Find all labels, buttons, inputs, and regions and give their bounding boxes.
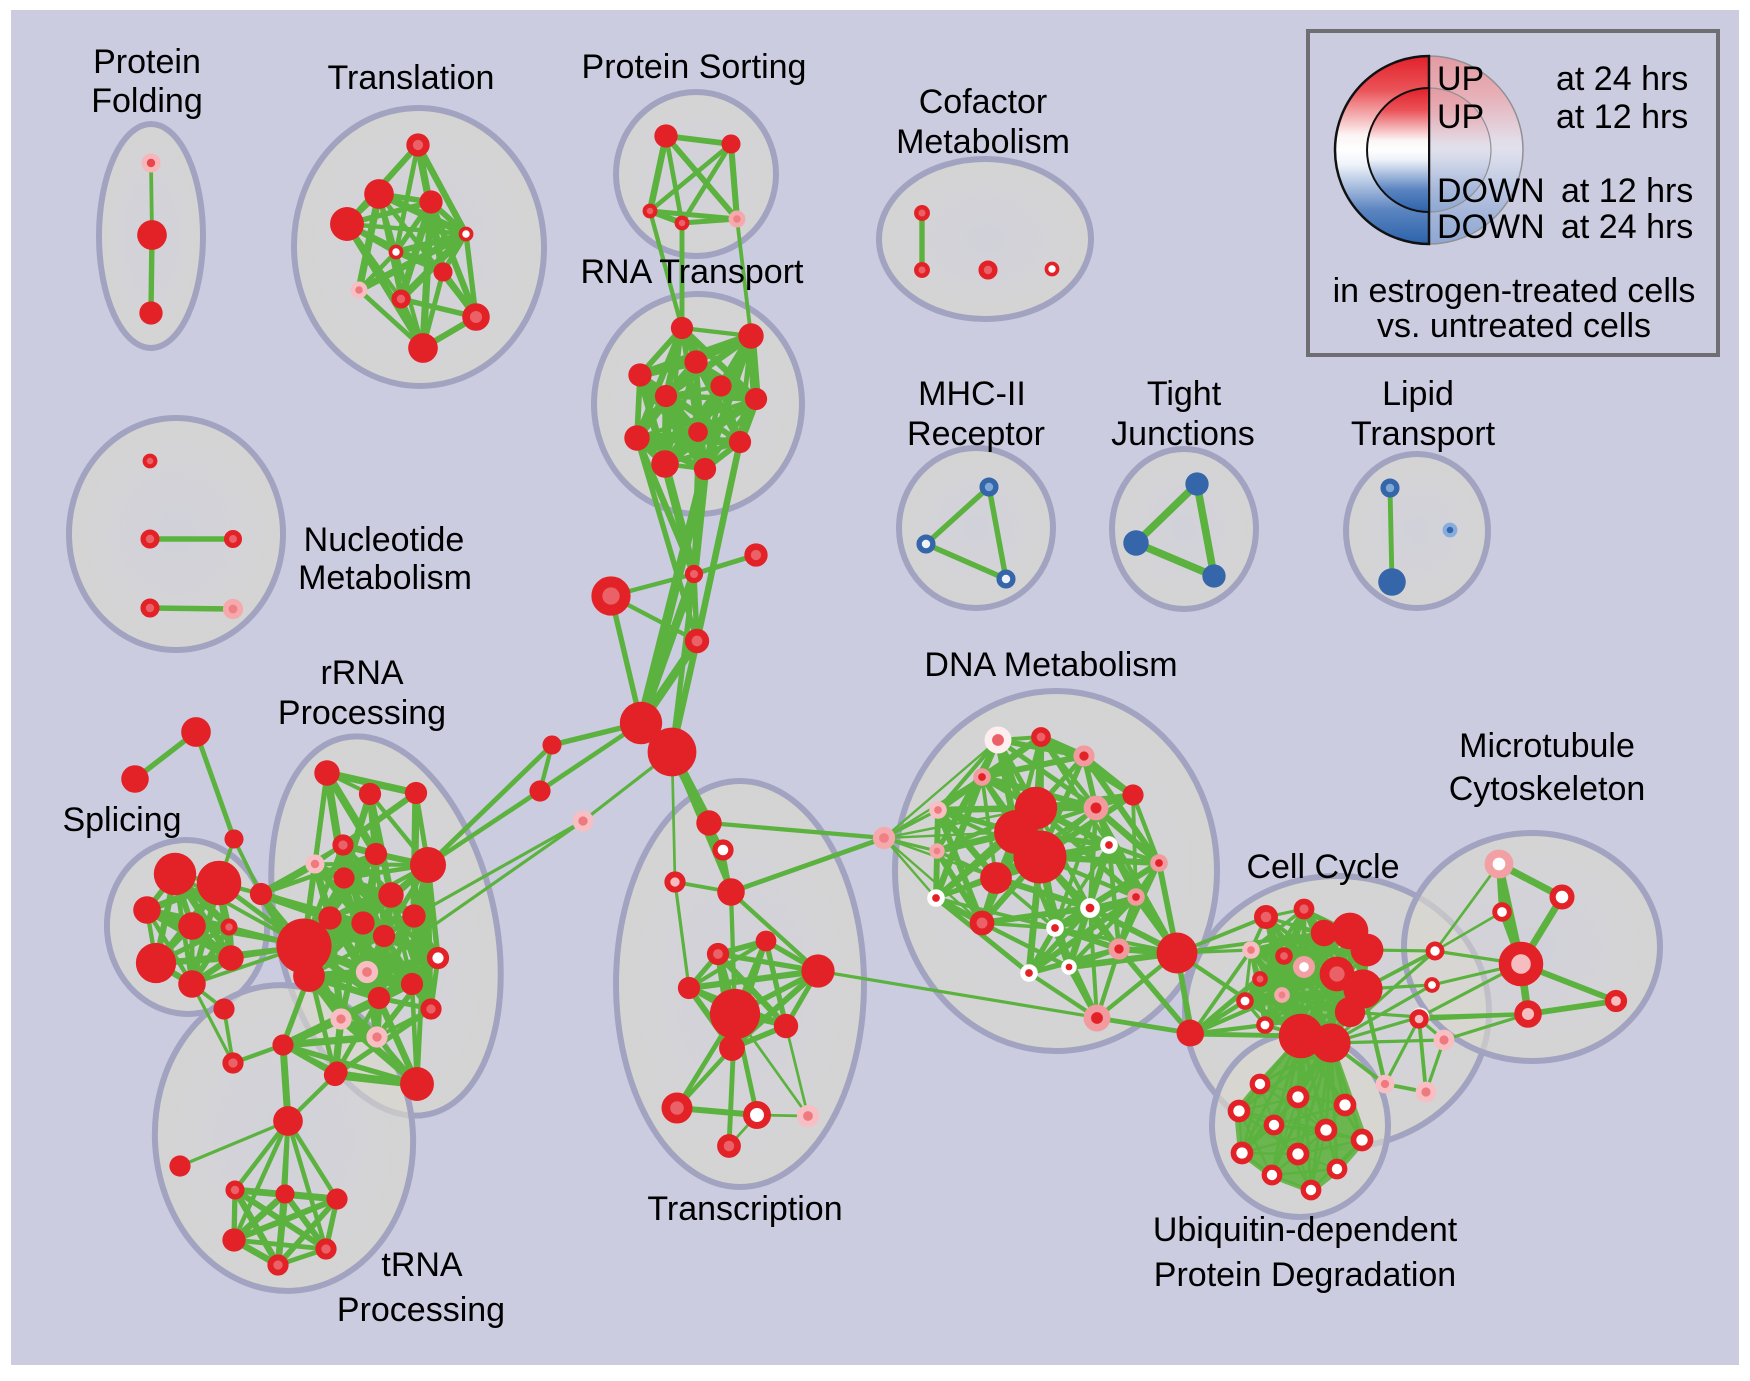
svg-text:DNA Metabolism: DNA Metabolism [924, 646, 1177, 684]
svg-text:in estrogen-treated cells: in estrogen-treated cells [1333, 272, 1696, 310]
svg-text:Microtubule: Microtubule [1459, 727, 1635, 765]
svg-text:DOWN: DOWN [1437, 208, 1545, 246]
svg-text:Cell Cycle: Cell Cycle [1246, 848, 1399, 886]
svg-text:Protein Sorting: Protein Sorting [582, 48, 807, 86]
svg-text:Protein: Protein [93, 43, 201, 81]
svg-text:Folding: Folding [91, 82, 203, 120]
svg-text:DOWN: DOWN [1437, 172, 1545, 210]
svg-text:Translation: Translation [328, 59, 495, 97]
svg-text:UP: UP [1437, 60, 1484, 98]
svg-text:Cytoskeleton: Cytoskeleton [1449, 770, 1646, 808]
svg-text:Junctions: Junctions [1111, 415, 1255, 453]
svg-text:Metabolism: Metabolism [298, 559, 472, 597]
svg-text:Cofactor: Cofactor [919, 83, 1048, 121]
svg-text:at 24 hrs: at 24 hrs [1556, 60, 1688, 98]
svg-text:Protein Degradation: Protein Degradation [1154, 1256, 1456, 1294]
svg-text:Processing: Processing [278, 694, 446, 732]
svg-text:Transport: Transport [1351, 415, 1496, 453]
svg-text:at 24 hrs: at 24 hrs [1561, 208, 1693, 246]
svg-text:Lipid: Lipid [1382, 375, 1454, 413]
svg-text:Nucleotide: Nucleotide [304, 521, 465, 559]
svg-text:tRNA: tRNA [381, 1246, 463, 1284]
svg-text:at 12 hrs: at 12 hrs [1561, 172, 1693, 210]
svg-text:Transcription: Transcription [647, 1190, 842, 1228]
svg-text:vs. untreated cells: vs. untreated cells [1377, 307, 1651, 345]
svg-text:MHC-II: MHC-II [918, 375, 1026, 413]
svg-text:Ubiquitin-dependent: Ubiquitin-dependent [1153, 1211, 1458, 1249]
svg-text:rRNA: rRNA [320, 654, 403, 692]
svg-text:UP: UP [1437, 98, 1484, 136]
svg-text:Metabolism: Metabolism [896, 123, 1070, 161]
svg-text:Processing: Processing [337, 1291, 505, 1329]
svg-text:at 12 hrs: at 12 hrs [1556, 98, 1688, 136]
svg-text:Receptor: Receptor [907, 415, 1045, 453]
svg-text:Tight: Tight [1147, 375, 1222, 413]
svg-text:Splicing: Splicing [62, 801, 181, 839]
svg-text:RNA Transport: RNA Transport [581, 253, 805, 291]
